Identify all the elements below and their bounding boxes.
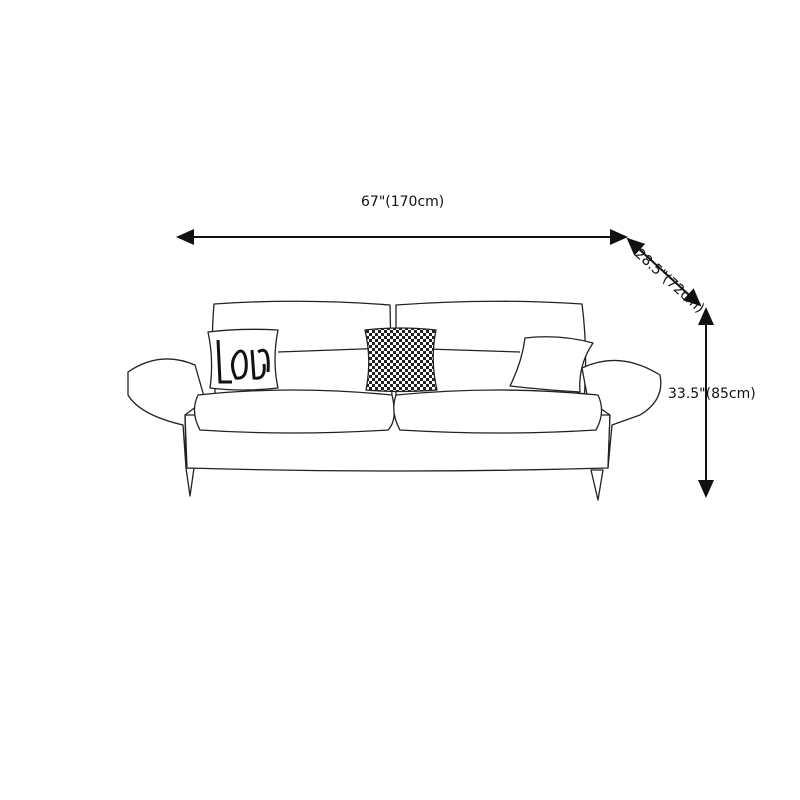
pillow-right: [509, 336, 594, 393]
pillow-center: [364, 327, 438, 393]
width-label: 67"(170cm): [361, 194, 445, 210]
left-arm: [127, 358, 206, 469]
seat-cushion-right: [393, 389, 603, 434]
height-label: 33.5"(85cm): [668, 386, 756, 402]
depth-arrow: [626, 237, 702, 307]
seat-cushion-left: [193, 389, 395, 434]
right-leg: [590, 469, 604, 501]
left-leg: [185, 467, 195, 497]
right-arm: [581, 359, 662, 469]
pillow-left: [207, 328, 279, 391]
pillow-squiggle: [216, 339, 270, 384]
